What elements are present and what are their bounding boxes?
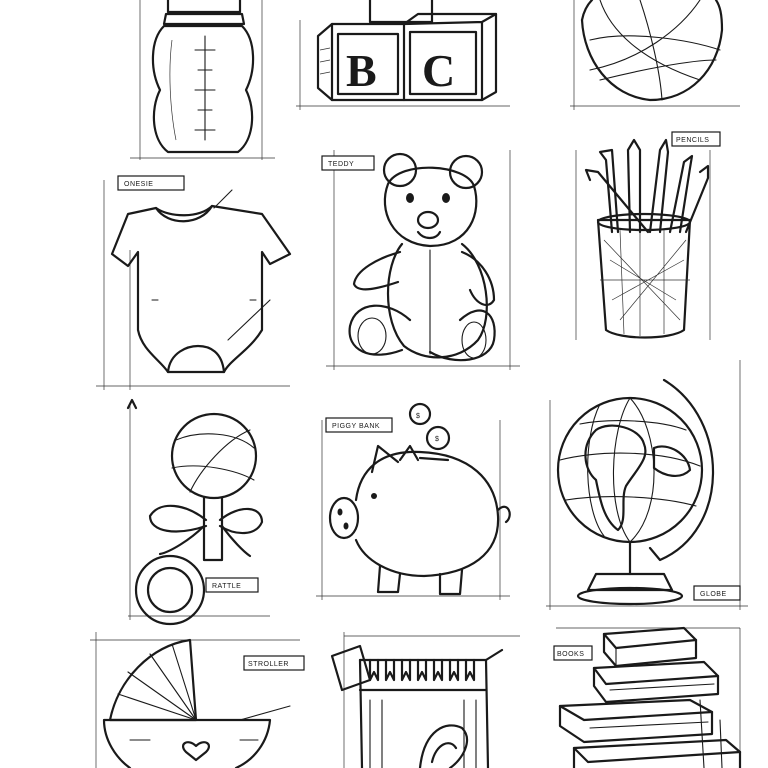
- baby-bottle-sketch: [130, 0, 275, 160]
- label-rattle: RATTLE: [212, 583, 241, 590]
- piggy-bank-sketch: PIGGY BANK $ $: [316, 402, 511, 600]
- stroller-sketch: STROLLER: [90, 632, 305, 768]
- label-books: BOOKS: [557, 651, 584, 658]
- label-globe: GLOBE: [700, 591, 727, 598]
- crayon-box-sketch: [330, 632, 520, 768]
- label-piggy-bank: PIGGY BANK: [332, 423, 380, 430]
- label-stroller: STROLLER: [248, 661, 289, 668]
- pencil-cup-sketch: PENCILS: [575, 131, 721, 340]
- abc-blocks-sketch: B C: [296, 0, 510, 110]
- block-letter-b: B: [346, 45, 377, 96]
- label-onesie: ONESIE: [124, 181, 153, 188]
- svg-text:$: $: [435, 436, 439, 443]
- label-pencils: PENCILS: [676, 137, 709, 144]
- book-stack-sketch: BOOKS: [553, 626, 742, 768]
- globe-sketch: GLOBE: [546, 360, 748, 610]
- block-letter-c: C: [422, 45, 455, 96]
- label-teddy: TEDDY: [328, 161, 354, 168]
- ball-sketch: [570, 0, 740, 110]
- onesie-sketch: ONESIE: [96, 175, 292, 390]
- rattle-sketch: RATTLE: [126, 398, 270, 626]
- teddy-bear-sketch: TEDDY: [321, 150, 520, 370]
- svg-text:$: $: [416, 413, 420, 420]
